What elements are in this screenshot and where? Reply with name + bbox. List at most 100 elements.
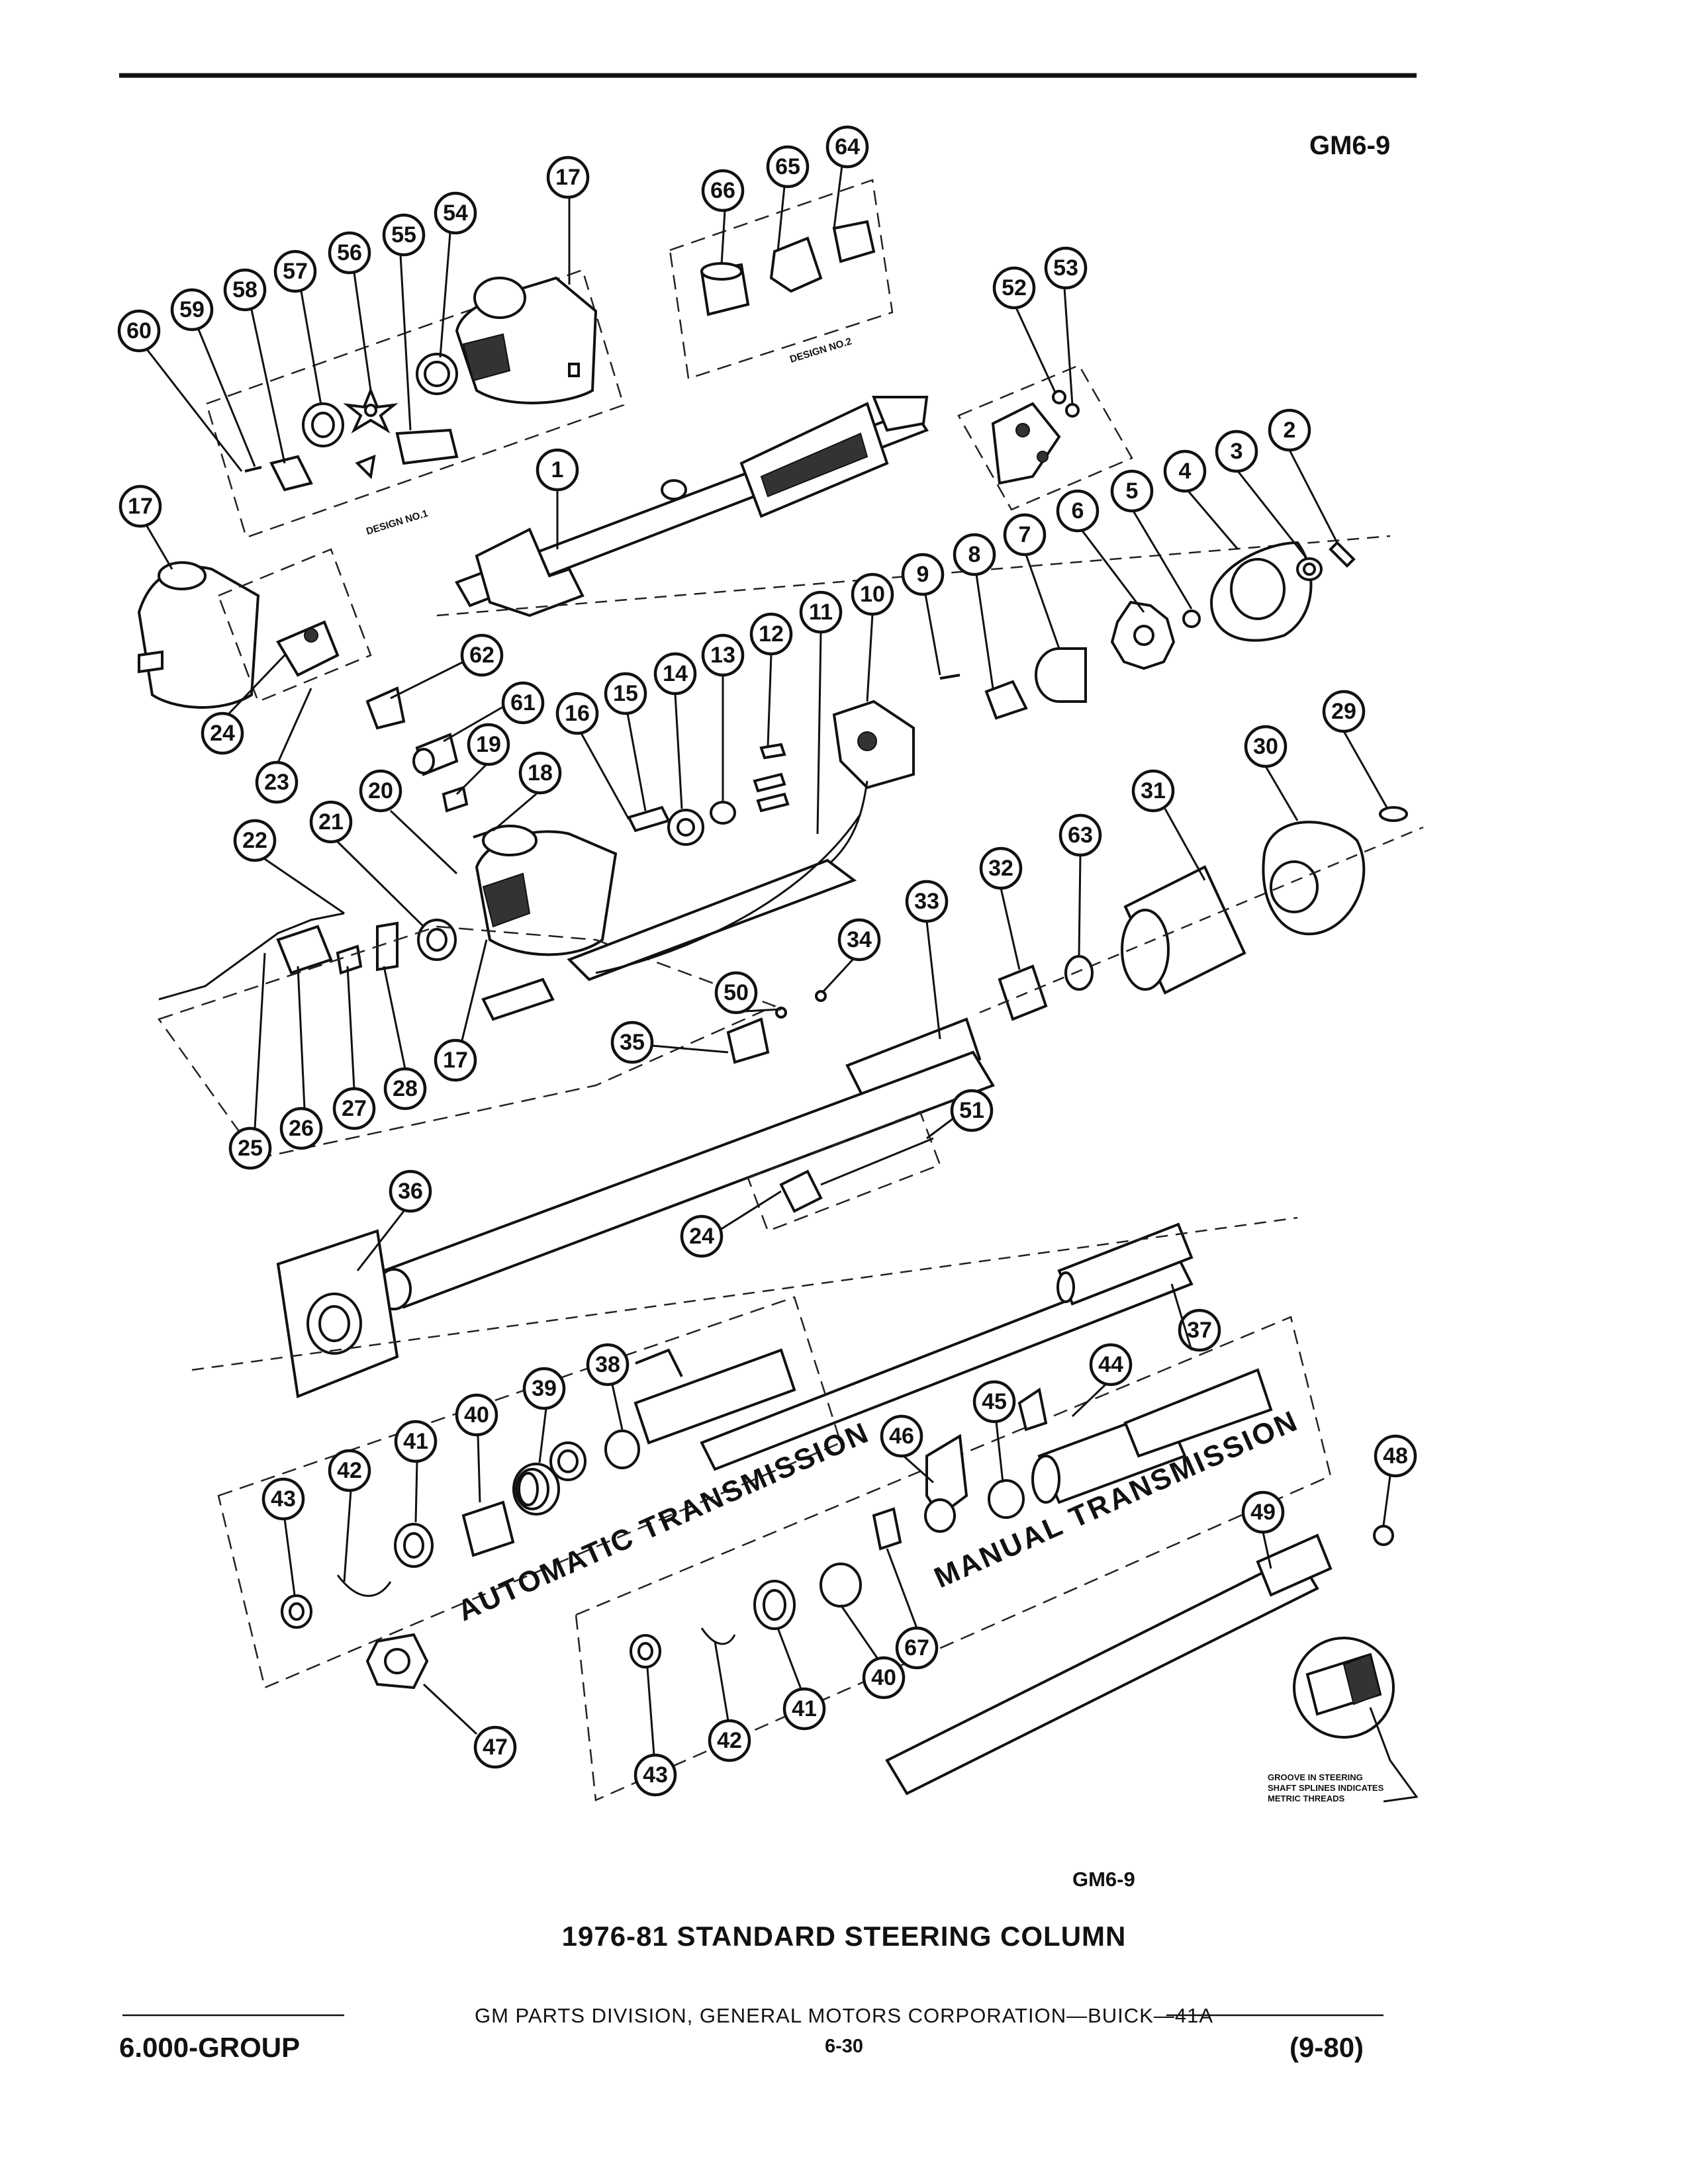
callout-52: 52 [992, 266, 1036, 310]
svg-text:49: 49 [1250, 1500, 1276, 1525]
svg-text:52: 52 [1002, 275, 1027, 300]
svg-text:43: 43 [643, 1762, 668, 1788]
svg-text:60: 60 [126, 318, 152, 343]
callout-57: 57 [273, 250, 317, 293]
svg-text:23: 23 [264, 770, 289, 795]
callout-27: 27 [332, 1087, 376, 1130]
callout-62: 62 [460, 633, 504, 677]
page-code-bottom: GM6-9 [1072, 1868, 1135, 1891]
callout-15: 15 [604, 672, 647, 715]
svg-text:29: 29 [1331, 699, 1356, 724]
callout-25: 25 [228, 1126, 272, 1170]
svg-text:67: 67 [904, 1635, 929, 1661]
callout-51: 51 [950, 1089, 994, 1132]
callout-49: 49 [1241, 1490, 1285, 1534]
svg-text:66: 66 [710, 178, 735, 203]
svg-text:12: 12 [759, 621, 784, 647]
svg-text:17: 17 [555, 165, 581, 190]
svg-text:31: 31 [1141, 778, 1166, 803]
callout-45: 45 [972, 1380, 1016, 1424]
design-2-parts [700, 220, 876, 316]
lock-cylinder-parts [365, 686, 494, 839]
callout-17-left: 17 [118, 484, 162, 528]
callout-24-top: 24 [201, 711, 244, 755]
callout-39: 39 [522, 1367, 566, 1410]
svg-text:53: 53 [1053, 255, 1078, 281]
callout-65: 65 [766, 145, 810, 189]
callout-60: 60 [117, 309, 161, 353]
callout-47: 47 [473, 1725, 517, 1769]
callout-21: 21 [309, 800, 353, 844]
groove-note-3: METRIC THREADS [1268, 1794, 1345, 1803]
svg-text:51: 51 [959, 1098, 984, 1123]
switch-bracket [991, 390, 1080, 485]
svg-text:59: 59 [179, 297, 205, 322]
axis-mid [191, 1216, 1298, 1371]
steering-shaft-lower [885, 1525, 1394, 1796]
svg-text:39: 39 [532, 1376, 557, 1401]
svg-text:33: 33 [914, 889, 939, 914]
callout-17-lower: 17 [434, 1038, 477, 1082]
callout-58: 58 [223, 268, 267, 312]
design-1-label: DESIGN NO.1 [365, 508, 429, 537]
callout-66: 66 [701, 169, 745, 212]
svg-text:20: 20 [368, 778, 393, 803]
callout-23: 23 [255, 760, 299, 804]
svg-text:62: 62 [469, 643, 494, 668]
upper-small-parts [627, 743, 790, 846]
shift-bowl-box [957, 364, 1133, 511]
shift-bowl [726, 990, 982, 1107]
svg-text:56: 56 [337, 240, 362, 265]
callout-6: 6 [1056, 489, 1100, 533]
callout-54: 54 [434, 191, 477, 235]
callout-12: 12 [749, 612, 793, 656]
svg-text:21: 21 [318, 809, 344, 835]
axis-lower-cover [979, 826, 1424, 1014]
svg-text:43: 43 [271, 1486, 296, 1512]
svg-text:61: 61 [510, 690, 536, 715]
svg-text:42: 42 [717, 1728, 742, 1753]
automatic-parts [281, 1348, 796, 1690]
svg-text:40: 40 [464, 1402, 489, 1428]
svg-text:32: 32 [988, 856, 1013, 881]
design-2-label: DESIGN NO.2 [788, 336, 853, 365]
svg-text:24: 24 [689, 1224, 714, 1249]
callout-64: 64 [825, 125, 869, 169]
upper-bearing-parts [939, 541, 1356, 720]
svg-text:11: 11 [809, 600, 833, 625]
svg-text:7: 7 [1019, 522, 1031, 547]
callout-40-manual: 40 [862, 1656, 906, 1700]
svg-text:44: 44 [1098, 1352, 1123, 1377]
callout-13: 13 [701, 633, 745, 677]
upper-housing-top [455, 276, 598, 404]
groove-note-1: GROOVE IN STEERING [1268, 1772, 1363, 1782]
callout-26: 26 [279, 1107, 323, 1150]
footer-page-number: 6-30 [824, 2036, 864, 2057]
svg-text:17: 17 [443, 1048, 468, 1073]
svg-text:18: 18 [528, 760, 553, 786]
turn-signal-switch [582, 700, 915, 961]
footer-date: (9-80) [1289, 2032, 1364, 2063]
callout-24-lower: 24 [680, 1214, 724, 1258]
svg-text:6: 6 [1072, 498, 1084, 523]
callout-4: 4 [1163, 449, 1207, 493]
svg-text:14: 14 [663, 661, 688, 686]
callout-30: 30 [1244, 725, 1288, 768]
manual-box [575, 1316, 1332, 1801]
svg-text:25: 25 [238, 1136, 263, 1161]
lower-housing-cover [998, 806, 1408, 1021]
callout-18: 18 [518, 751, 562, 795]
svg-text:55: 55 [391, 222, 416, 248]
diagram-title: 1976-81 STANDARD STEERING COLUMN [561, 1921, 1127, 1952]
svg-text:1: 1 [551, 457, 564, 482]
callout-48: 48 [1374, 1434, 1417, 1478]
callout-53: 53 [1044, 246, 1088, 290]
svg-text:37: 37 [1187, 1318, 1212, 1343]
callout-3: 3 [1215, 430, 1258, 473]
svg-text:16: 16 [565, 701, 590, 726]
callout-63: 63 [1058, 813, 1102, 857]
svg-text:8: 8 [968, 542, 981, 567]
svg-text:4: 4 [1179, 459, 1192, 484]
callouts: 64 65 66 17 54 55 56 57 58 59 60 53 52 1… [117, 125, 1417, 1797]
